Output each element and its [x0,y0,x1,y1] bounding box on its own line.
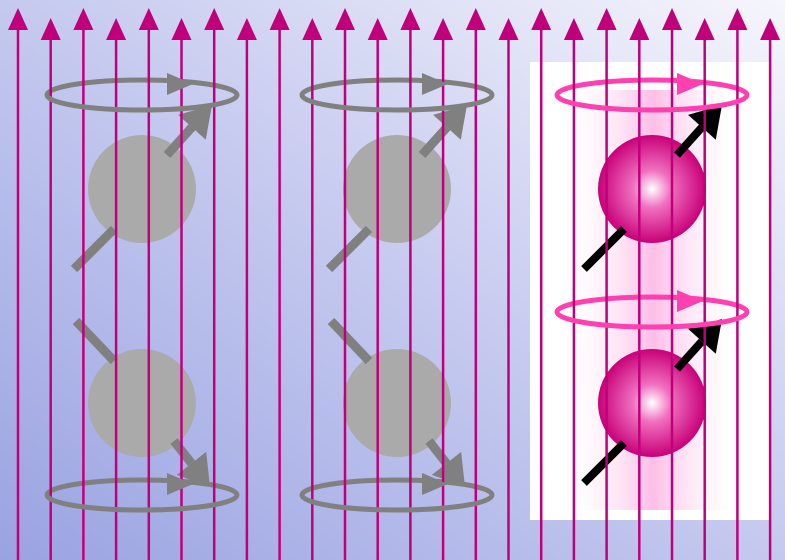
right-pair-bottom-particle [598,349,706,457]
left-pair-bottom-particle [88,349,196,457]
left-pair-top-particle [88,135,196,243]
right-pair-top-particle [598,135,706,243]
middle-pair-bottom-particle [343,349,451,457]
middle-pair-top-particle [343,135,451,243]
